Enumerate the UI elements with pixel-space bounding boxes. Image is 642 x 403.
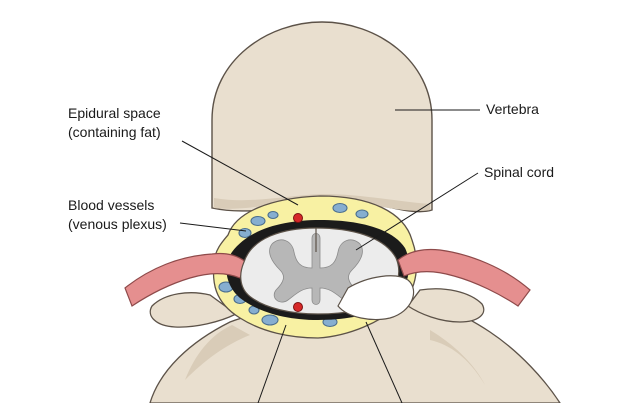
label-epidural-space-line1: Epidural space [68,105,161,121]
label-blood-vessels-line2: (venous plexus) [68,216,167,232]
posterior-spinal-artery [293,302,303,312]
label-spinal-cord-text: Spinal cord [484,164,555,180]
nerve-root-right [397,248,531,307]
leader-lower-left [257,324,287,403]
vein-2 [267,210,279,220]
arch-shadow-right [430,330,485,385]
vein-5 [238,227,252,239]
vertebra-edge-shadow [214,194,430,211]
label-blood-vessels-line1: Blood vessels [68,197,155,213]
label-spinal-cord: Spinal cord [484,163,554,182]
label-vertebra: Vertebra [486,100,539,119]
vein-1 [250,215,266,227]
transverse-process-right [407,288,485,323]
leader-epidural [181,140,299,206]
vertebra-shape [211,21,433,213]
leader-lines [179,109,480,403]
arch-shadow-left [185,325,250,380]
leader-blood-vessels [179,222,247,232]
vein-3 [332,202,348,214]
vertebra-body [211,21,433,213]
canal-space [337,275,414,321]
anterior-spinal-artery [293,213,303,223]
label-epidural-space-line2: (containing fat) [68,124,161,140]
leader-spinal-cord [355,172,479,251]
vein-9 [261,314,279,326]
vertebral-arch [149,288,561,403]
transverse-process-left [149,292,238,328]
spinal-arteries [293,213,303,312]
label-blood-vessels: Blood vessels (venous plexus) [68,196,167,234]
vein-4 [355,209,369,219]
leader-lower-right [365,321,403,403]
label-epidural-space: Epidural space (containing fat) [68,104,161,142]
label-vertebra-text: Vertebra [486,101,539,117]
